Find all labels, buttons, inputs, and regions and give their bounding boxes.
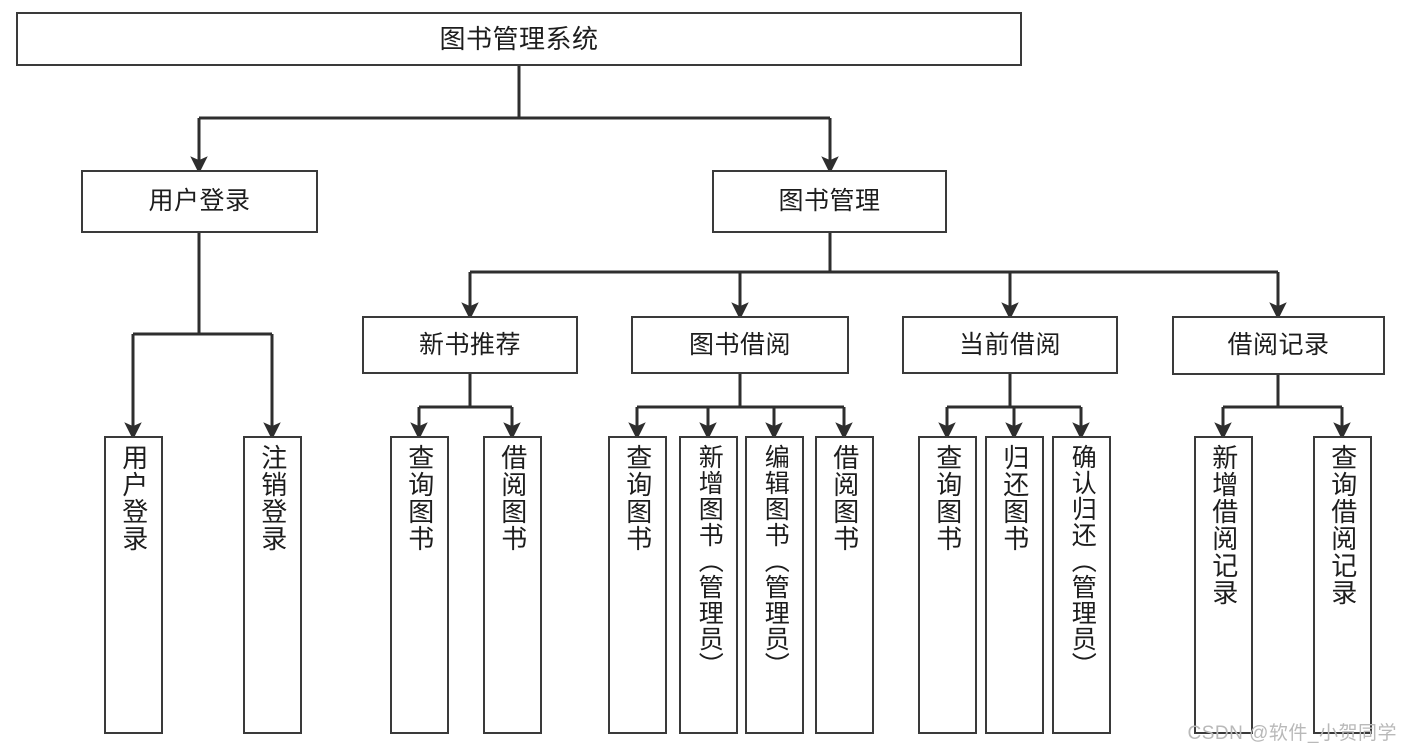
- node-leaf-query-book-2[interactable]: 查询图书: [608, 436, 667, 734]
- node-label: 新书推荐: [418, 330, 521, 359]
- watermark-text: CSDN @软件_小贺同学: [1187, 723, 1397, 744]
- node-user-login[interactable]: 用户登录: [81, 170, 318, 233]
- node-label: 归还图书: [999, 444, 1030, 552]
- node-leaf-user-login[interactable]: 用户登录: [104, 436, 163, 734]
- node-leaf-borrow-book-1[interactable]: 借阅图书: [483, 436, 542, 734]
- node-leaf-confirm-return[interactable]: 确认归还（管理员）: [1052, 436, 1111, 734]
- node-label: 新增图书（管理员）: [695, 444, 724, 678]
- node-leaf-return-book[interactable]: 归还图书: [985, 436, 1044, 734]
- node-label: 新增借阅记录: [1208, 444, 1239, 606]
- node-label: 用户登录: [118, 444, 149, 552]
- node-label: 用户登录: [148, 187, 251, 215]
- node-leaf-borrow-book-2[interactable]: 借阅图书: [815, 436, 874, 734]
- node-leaf-query-record[interactable]: 查询借阅记录: [1313, 436, 1372, 734]
- node-leaf-edit-book[interactable]: 编辑图书（管理员）: [745, 436, 804, 734]
- node-leaf-logout[interactable]: 注销登录: [243, 436, 302, 734]
- node-leaf-query-book-1[interactable]: 查询图书: [390, 436, 449, 734]
- node-label: 图书管理系统: [439, 24, 599, 54]
- node-label: 编辑图书（管理员）: [761, 444, 790, 678]
- node-label: 借阅图书: [829, 444, 860, 552]
- node-label: 确认归还（管理员）: [1068, 444, 1097, 678]
- node-label: 注销登录: [257, 444, 288, 552]
- node-new-book-recommend[interactable]: 新书推荐: [362, 316, 578, 374]
- node-label: 借阅记录: [1227, 331, 1330, 359]
- node-label: 图书借阅: [688, 330, 791, 359]
- node-leaf-add-record[interactable]: 新增借阅记录: [1194, 436, 1253, 734]
- node-leaf-query-book-3[interactable]: 查询图书: [918, 436, 977, 734]
- node-book-borrow[interactable]: 图书借阅: [631, 316, 849, 374]
- node-label: 查询图书: [404, 444, 435, 552]
- node-leaf-add-book[interactable]: 新增图书（管理员）: [679, 436, 738, 734]
- node-label: 借阅图书: [497, 444, 528, 552]
- node-label: 查询图书: [932, 444, 963, 552]
- node-book-manage[interactable]: 图书管理: [712, 170, 947, 233]
- node-current-borrow[interactable]: 当前借阅: [902, 316, 1118, 374]
- node-label: 查询图书: [622, 444, 653, 552]
- node-label: 查询借阅记录: [1327, 444, 1358, 606]
- node-label: 图书管理: [778, 187, 881, 215]
- node-root[interactable]: 图书管理系统: [16, 12, 1022, 66]
- node-label: 当前借阅: [958, 330, 1061, 359]
- node-borrow-record[interactable]: 借阅记录: [1172, 316, 1385, 375]
